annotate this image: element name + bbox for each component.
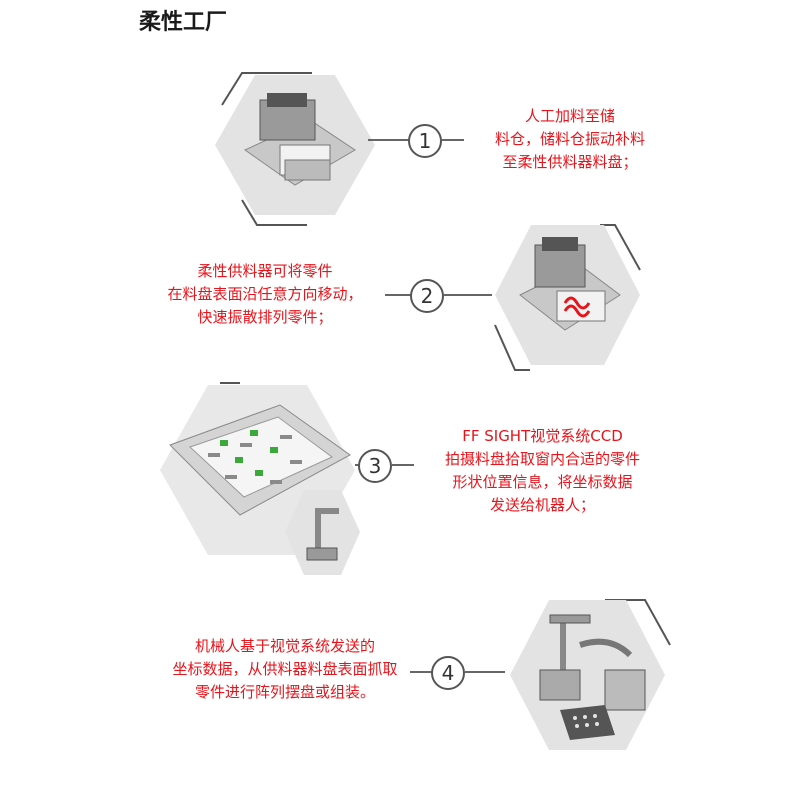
robot-arm-image [510, 600, 665, 750]
desc-line: 在料盘表面沿任意方向移动， [167, 285, 363, 303]
desc-line: 拍摄料盘拾取窗内合适的零件 [444, 450, 640, 468]
desc-line: 零件进行阵列摆盘或组装。 [194, 683, 375, 701]
step-description: 人工加料至储 料仓，储料仓振动补料 至柔性供料器料盘； [470, 105, 670, 174]
step-description: FF SIGHT视觉系统CCD 拍摄料盘拾取窗内合适的零件 形状位置信息，将坐标… [420, 425, 665, 517]
feeder-image [215, 75, 375, 215]
desc-line: 快速振散排列零件； [197, 308, 333, 326]
desc-line: 人工加料至储 [524, 107, 615, 125]
desc-line: 至柔性供料器料盘； [502, 153, 638, 171]
hex-frame-bracket [220, 382, 240, 384]
step-4: 机械人基于视觉系统发送的 坐标数据，从供料器料盘表面抓取 零件进行阵列摆盘或组装… [0, 595, 800, 785]
step-description: 机械人基于视觉系统发送的 坐标数据，从供料器料盘表面抓取 零件进行阵列摆盘或组装… [150, 635, 420, 704]
connector-line [385, 294, 411, 296]
connector-line [465, 671, 505, 673]
step-2: 柔性供料器可将零件 在料盘表面沿任意方向移动， 快速振散排列零件； 2 [0, 210, 800, 400]
step-number-badge: 4 [431, 656, 465, 690]
connector-line [442, 139, 464, 141]
step-number-badge: 3 [358, 449, 392, 483]
step-1: 1 人工加料至储 料仓，储料仓振动补料 至柔性供料器料盘； [0, 65, 800, 255]
connector-line [444, 294, 492, 296]
page-title: 柔性工厂 [139, 10, 228, 35]
desc-line: 发送给机器人； [489, 496, 595, 514]
hex-frame-bracket [494, 224, 641, 371]
desc-line: 坐标数据，从供料器料盘表面抓取 [172, 660, 398, 678]
feeder-vibration-image [495, 225, 640, 365]
step-description: 柔性供料器可将零件 在料盘表面沿任意方向移动， 快速振散排列零件； [160, 260, 370, 329]
desc-line: FF SIGHT视觉系统CCD [462, 427, 623, 445]
robot-small-image [285, 490, 360, 575]
step-3: 3 FF SIGHT视觉系统CCD 拍摄料盘拾取窗内合适的零件 形状位置信息，将… [0, 370, 800, 575]
hex-frame-bracket [221, 72, 312, 226]
desc-line: 料仓，储料仓振动补料 [494, 130, 645, 148]
connector-line [410, 671, 432, 673]
desc-line: 形状位置信息，将坐标数据 [452, 473, 633, 491]
desc-line: 柔性供料器可将零件 [197, 262, 333, 280]
connector-line [392, 464, 414, 466]
step-number-badge: 1 [408, 124, 442, 158]
step-number-badge: 2 [410, 279, 444, 313]
desc-line: 机械人基于视觉系统发送的 [194, 637, 375, 655]
connector-line [368, 139, 410, 141]
